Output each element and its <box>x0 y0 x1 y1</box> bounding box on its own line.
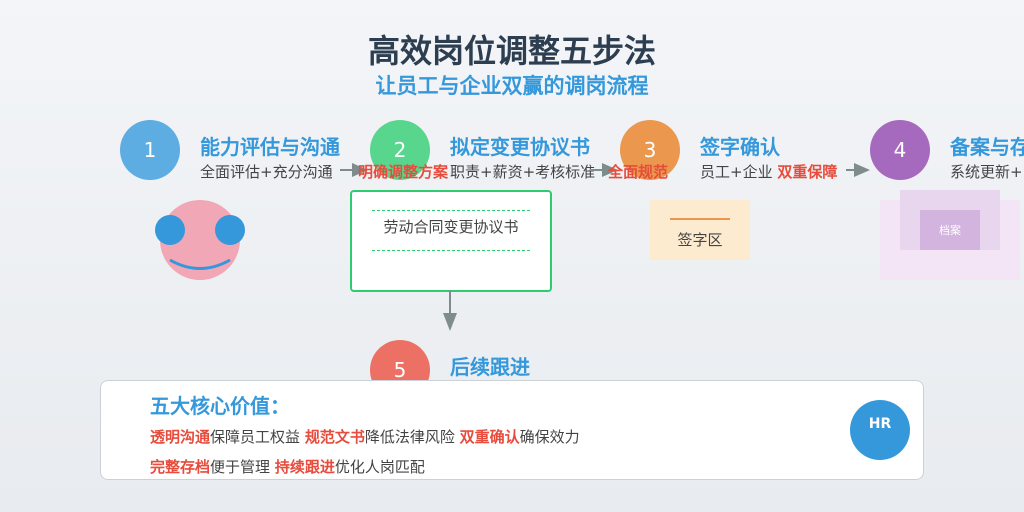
document-dash-top <box>372 210 530 211</box>
step-4-title: 备案与存 <box>950 135 1024 159</box>
step-3-desc-prefix: 员工+企业 <box>700 163 778 181</box>
value-text: 便于管理 <box>210 458 271 476</box>
archive-label: 档案 <box>920 210 980 250</box>
step-1-circle: 1 <box>120 120 180 180</box>
agreement-document: 劳动合同变更协议书 <box>350 190 552 292</box>
signature-line <box>670 218 730 220</box>
value-highlight: 透明沟通 <box>150 428 211 446</box>
core-values-title: 五大核心价值： <box>150 394 290 418</box>
value-highlight: 规范文书 <box>304 428 365 446</box>
arrow-down-head <box>443 313 457 331</box>
step-2-title: 拟定变更协议书 <box>450 135 590 159</box>
value-highlight: 持续跟进 <box>274 458 335 476</box>
step-3-desc-highlight: 双重保障 <box>777 163 838 181</box>
step-4-desc: 系统更新+ <box>950 163 1023 181</box>
arrow-down-line <box>449 290 451 316</box>
arrow-1-label: 明确调整方案 <box>358 163 449 181</box>
arrow-2-head <box>602 163 618 177</box>
step-3-title: 签字确认 <box>700 135 780 159</box>
smiley-face-icon <box>155 200 245 280</box>
hr-badge: HR <box>850 400 910 460</box>
core-values-panel <box>100 380 924 480</box>
document-dash-bottom <box>372 250 530 251</box>
step-3-desc: 员工+企业 双重保障 <box>700 161 837 182</box>
step-1-title: 能力评估与沟通 <box>200 135 340 159</box>
step-2-circle: 2 <box>370 120 430 180</box>
step-1-desc: 全面评估+充分沟通 <box>200 163 333 181</box>
step-5-title: 后续跟进 <box>450 355 530 379</box>
arrow-1-head <box>352 163 368 177</box>
step-2-desc: 职责+薪资+考核标准 <box>450 163 596 181</box>
page-subtitle: 让员工与企业双赢的调岗流程 <box>375 74 649 98</box>
arrow-3-head <box>854 163 870 177</box>
value-highlight: 完整存档 <box>150 458 211 476</box>
step-4-circle: 4 <box>870 120 930 180</box>
signature-area: 签字区 <box>650 200 750 260</box>
value-text: 优化人岗匹配 <box>334 458 425 476</box>
core-values-line-2: 完整存档便于管理 持续跟进优化人岗匹配 <box>150 456 425 477</box>
page-title: 高效岗位调整五步法 <box>367 32 656 70</box>
core-values-line-1: 透明沟通保障员工权益 规范文书降低法律风险 双重确认确保效力 <box>150 426 580 447</box>
arrow-3-line <box>846 169 858 171</box>
value-highlight: 双重确认 <box>459 428 520 446</box>
arrow-2-label: 全面规范 <box>608 163 669 181</box>
value-text: 保障员工权益 <box>210 428 301 446</box>
document-label: 劳动合同变更协议书 <box>383 218 519 236</box>
step-3-circle: 3 <box>620 120 680 180</box>
value-text: 确保效力 <box>519 428 580 446</box>
signature-label: 签字区 <box>677 231 723 249</box>
value-text: 降低法律风险 <box>364 428 455 446</box>
